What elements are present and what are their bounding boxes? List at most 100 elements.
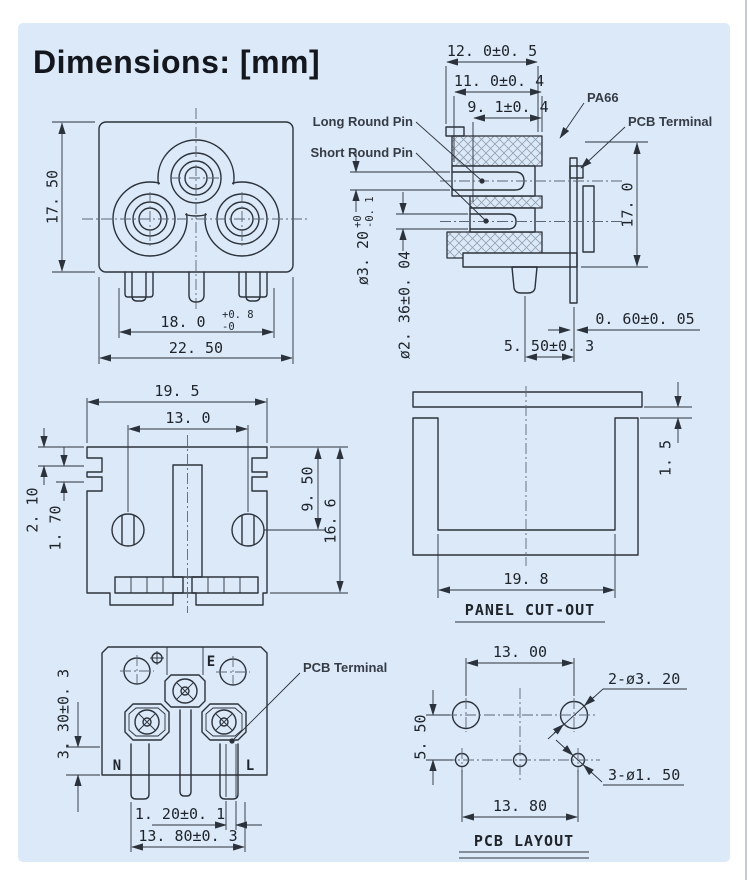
svg-text:PCB Terminal: PCB Terminal bbox=[628, 114, 712, 129]
bottom-body-outline bbox=[101, 646, 268, 776]
side-flange bbox=[462, 252, 578, 268]
svg-text:0. 60±0. 05: 0. 60±0. 05 bbox=[595, 310, 694, 328]
svg-text:17. 50: 17. 50 bbox=[44, 170, 62, 224]
dim-terminal-offset: 5. 50±0. 3 bbox=[504, 296, 594, 362]
svg-text:1. 5: 1. 5 bbox=[657, 440, 675, 476]
earth-terminal bbox=[164, 674, 206, 708]
cutout-frame bbox=[412, 417, 639, 556]
dim-leg-length: 3. 30±0. 3 bbox=[55, 669, 100, 812]
dim-leg-span: 13. 80±0. 3 bbox=[130, 802, 246, 852]
svg-text:PANEL CUT-OUT: PANEL CUT-OUT bbox=[465, 601, 595, 619]
dim-rear-height: 16. 6 bbox=[270, 447, 348, 594]
bottom-legs bbox=[130, 709, 239, 800]
rear-screw-right bbox=[231, 513, 265, 547]
svg-text:-0. 1: -0. 1 bbox=[364, 196, 376, 228]
dim-side-height: 17. 0 bbox=[581, 141, 648, 268]
label-mount-holes: 2-ø3. 20 bbox=[547, 670, 687, 740]
bottom-small-screw bbox=[150, 651, 164, 665]
front-mount-legs bbox=[124, 271, 268, 303]
svg-text:9. 50: 9. 50 bbox=[299, 466, 317, 511]
side-hatch-divider bbox=[469, 195, 543, 209]
svg-text:13. 0: 13. 0 bbox=[165, 409, 210, 427]
dim-front-height: 17. 50 bbox=[44, 121, 95, 273]
dim-rear-screw-depth: 9. 50 bbox=[264, 446, 348, 531]
svg-text:13. 80±0. 3: 13. 80±0. 3 bbox=[138, 827, 237, 845]
label-pin-holes: 3-ø1. 50 bbox=[555, 739, 684, 786]
dim-pin-hole-span: 13. 80 bbox=[461, 770, 579, 822]
dim-terminal-thickness: 0. 60±0. 05 bbox=[548, 310, 700, 334]
svg-text:2. 10: 2. 10 bbox=[24, 487, 42, 532]
terminal-label-line: L bbox=[246, 758, 254, 774]
svg-text:12. 0±0. 5: 12. 0±0. 5 bbox=[447, 42, 537, 60]
line-terminal bbox=[201, 703, 247, 741]
rear-terminal-comb bbox=[114, 576, 259, 594]
label-short-round-pin: Short Round Pin bbox=[310, 145, 489, 224]
svg-text:11. 0±0. 4: 11. 0±0. 4 bbox=[454, 72, 544, 90]
dim-rear-screw-span: 13. 0 bbox=[127, 409, 249, 512]
svg-text:9. 1±0. 4: 9. 1±0. 4 bbox=[467, 98, 548, 116]
label-pcb-terminal-bottom: PCB Terminal bbox=[229, 660, 387, 744]
pcb-layout-view: 13. 00 5. 50 2-ø3. 20 3-ø1. 50 13. 80 bbox=[412, 643, 687, 859]
terminal-label-neutral: N bbox=[113, 758, 121, 774]
pcb-terminal-side bbox=[569, 157, 595, 304]
dim-front-width: 22. 50 bbox=[98, 277, 294, 364]
dim-row-spacing: 5. 50 bbox=[412, 690, 453, 785]
svg-text:13. 80: 13. 80 bbox=[493, 797, 547, 815]
side-section-view: 12. 0±0. 5 11. 0±0. 4 9. 1±0. 4 Long Rou… bbox=[310, 42, 712, 362]
front-centerlines bbox=[82, 108, 310, 312]
dim-rear-width: 19. 5 bbox=[86, 382, 268, 443]
dim-short-pin-diameter: ø2. 36±0. 04 bbox=[396, 192, 468, 359]
bottom-view: E N L bbox=[55, 646, 387, 852]
svg-text:PCB LAYOUT: PCB LAYOUT bbox=[474, 832, 574, 850]
bottom-hole-centerlines bbox=[120, 655, 250, 689]
page-edge-line bbox=[745, 0, 747, 880]
dim-mount-hole-span: 13. 00 bbox=[465, 643, 575, 696]
bottom-channel-lines bbox=[166, 647, 204, 675]
svg-text:5. 50±0. 3: 5. 50±0. 3 bbox=[504, 337, 594, 355]
svg-text:22. 50: 22. 50 bbox=[169, 339, 223, 357]
svg-text:3-ø1. 50: 3-ø1. 50 bbox=[608, 766, 680, 784]
dim-side-width-outer: 12. 0±0. 5 bbox=[445, 42, 539, 132]
svg-text:5. 50: 5. 50 bbox=[412, 714, 430, 759]
svg-text:19. 5: 19. 5 bbox=[154, 382, 199, 400]
dim-side-width-mid: 11. 0±0. 4 bbox=[453, 72, 544, 162]
svg-text:ø3. 20: ø3. 20 bbox=[354, 231, 372, 285]
dim-front-pin-span: 18. 0 +0. 8 -0 bbox=[118, 288, 275, 338]
pcb-layout-caption: PCB LAYOUT bbox=[459, 832, 589, 859]
terminal-label-earth: E bbox=[207, 654, 215, 670]
svg-text:13. 00: 13. 00 bbox=[493, 643, 547, 661]
rear-screw-left bbox=[111, 513, 145, 547]
dim-cutout-width: 19. 8 bbox=[437, 534, 616, 598]
drawing-title: Dimensions: [mm] bbox=[33, 44, 321, 80]
dim-side-width-inner: 9. 1±0. 4 bbox=[467, 98, 549, 202]
svg-text:1. 20±0. 1: 1. 20±0. 1 bbox=[135, 805, 225, 823]
side-top-tab bbox=[445, 126, 465, 137]
side-foot bbox=[511, 266, 538, 294]
dim-panel-gap: 1. 5 bbox=[640, 382, 692, 476]
svg-text:1. 70: 1. 70 bbox=[47, 505, 65, 550]
dim-pin-width: 1. 20±0. 1 bbox=[135, 801, 262, 830]
svg-text:2-ø3. 20: 2-ø3. 20 bbox=[608, 670, 680, 688]
panel-cutout-caption: PANEL CUT-OUT bbox=[455, 601, 605, 623]
side-pin-axes bbox=[440, 180, 622, 222]
panel-bar bbox=[412, 391, 643, 408]
svg-text:Long Round Pin: Long Round Pin bbox=[313, 114, 413, 129]
svg-text:+0. 8: +0. 8 bbox=[222, 309, 254, 321]
svg-text:+0: +0 bbox=[352, 215, 364, 228]
dim-long-pin-diameter: ø3. 20 +0 -0. 1 bbox=[350, 150, 450, 285]
svg-text:ø2. 36±0. 04: ø2. 36±0. 04 bbox=[396, 251, 414, 359]
svg-text:16. 6: 16. 6 bbox=[322, 498, 340, 543]
svg-text:PA66: PA66 bbox=[587, 90, 619, 105]
label-material-pa66: PA66 bbox=[559, 90, 619, 139]
svg-text:Short Round Pin: Short Round Pin bbox=[310, 145, 413, 160]
svg-text:PCB Terminal: PCB Terminal bbox=[303, 660, 387, 675]
short-pin-slot bbox=[469, 207, 536, 233]
dim-rear-notch-height: 1. 70 bbox=[47, 447, 84, 551]
svg-text:19. 8: 19. 8 bbox=[503, 570, 548, 588]
svg-text:3. 30±0. 3: 3. 30±0. 3 bbox=[55, 669, 73, 759]
front-view: 17. 50 18. 0 +0. 8 -0 22. 50 bbox=[44, 108, 310, 364]
side-hatch-top bbox=[451, 135, 543, 167]
panel-cutout-view: 1. 5 19. 8 PANEL CUT-OUT bbox=[412, 382, 692, 623]
label-pcb-terminal-side: PCB Terminal bbox=[580, 114, 712, 169]
